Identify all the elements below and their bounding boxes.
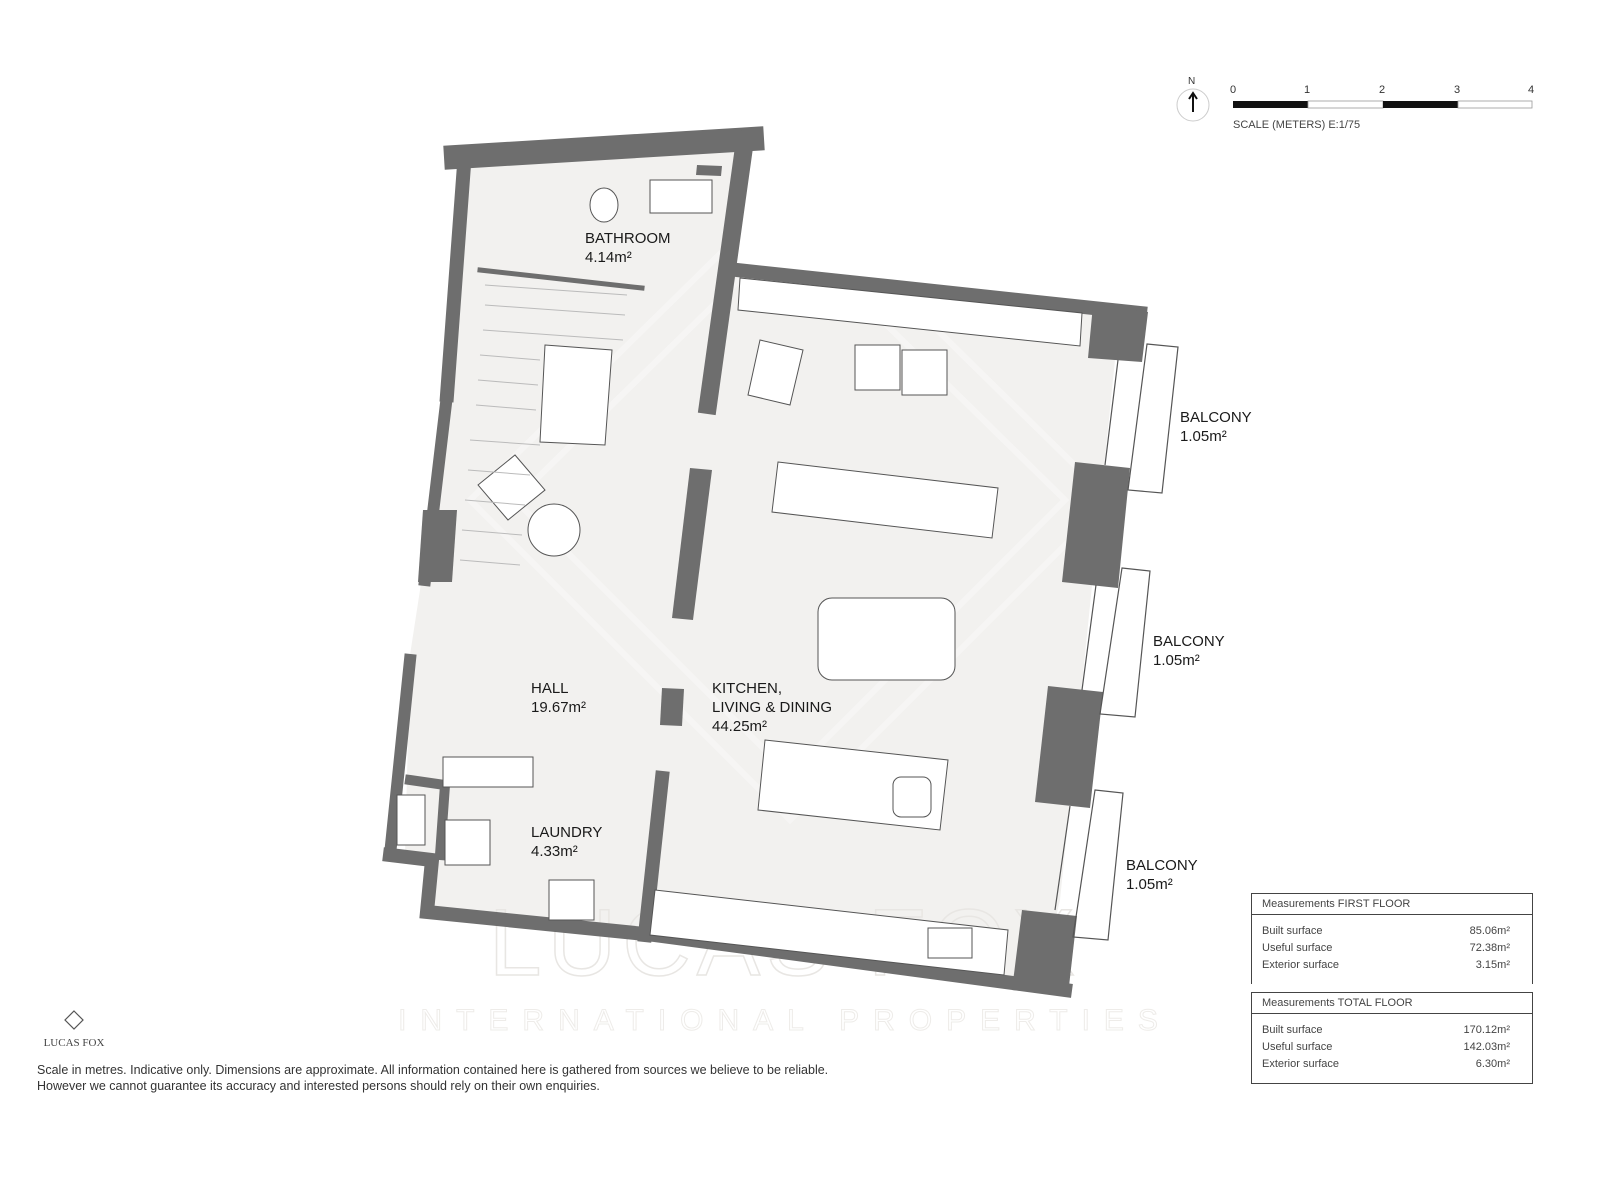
table-title: Measurements TOTAL FLOOR — [1252, 993, 1532, 1014]
balconies — [1054, 343, 1179, 941]
table-title: Measurements FIRST FLOOR — [1252, 894, 1532, 915]
logo-text: LUCAS FOX — [43, 1037, 105, 1049]
lucas-fox-logo: LUCAS FOX — [38, 1010, 110, 1049]
scale-tick: 0 — [1230, 84, 1237, 96]
scale-bar — [1233, 100, 1533, 109]
scale-tick: 1 — [1304, 84, 1311, 96]
watermark-subtext: INTERNATIONAL PROPERTIES — [398, 1004, 1172, 1037]
stairs — [459, 284, 628, 566]
furniture — [396, 179, 1083, 976]
scale-tick: 3 — [1454, 84, 1461, 96]
scale-caption: SCALE (METERS) E:1/75 — [1233, 119, 1361, 131]
north-arrow-icon — [1176, 88, 1210, 122]
scale-tick: 4 — [1528, 84, 1535, 96]
disclaimer: Scale in metres. Indicative only. Dimens… — [37, 1063, 829, 1093]
north-label: N — [1188, 76, 1196, 87]
wall-blocks — [418, 165, 1148, 995]
scale-tick: 2 — [1379, 84, 1386, 96]
logo-diamond-icon — [64, 1010, 84, 1030]
